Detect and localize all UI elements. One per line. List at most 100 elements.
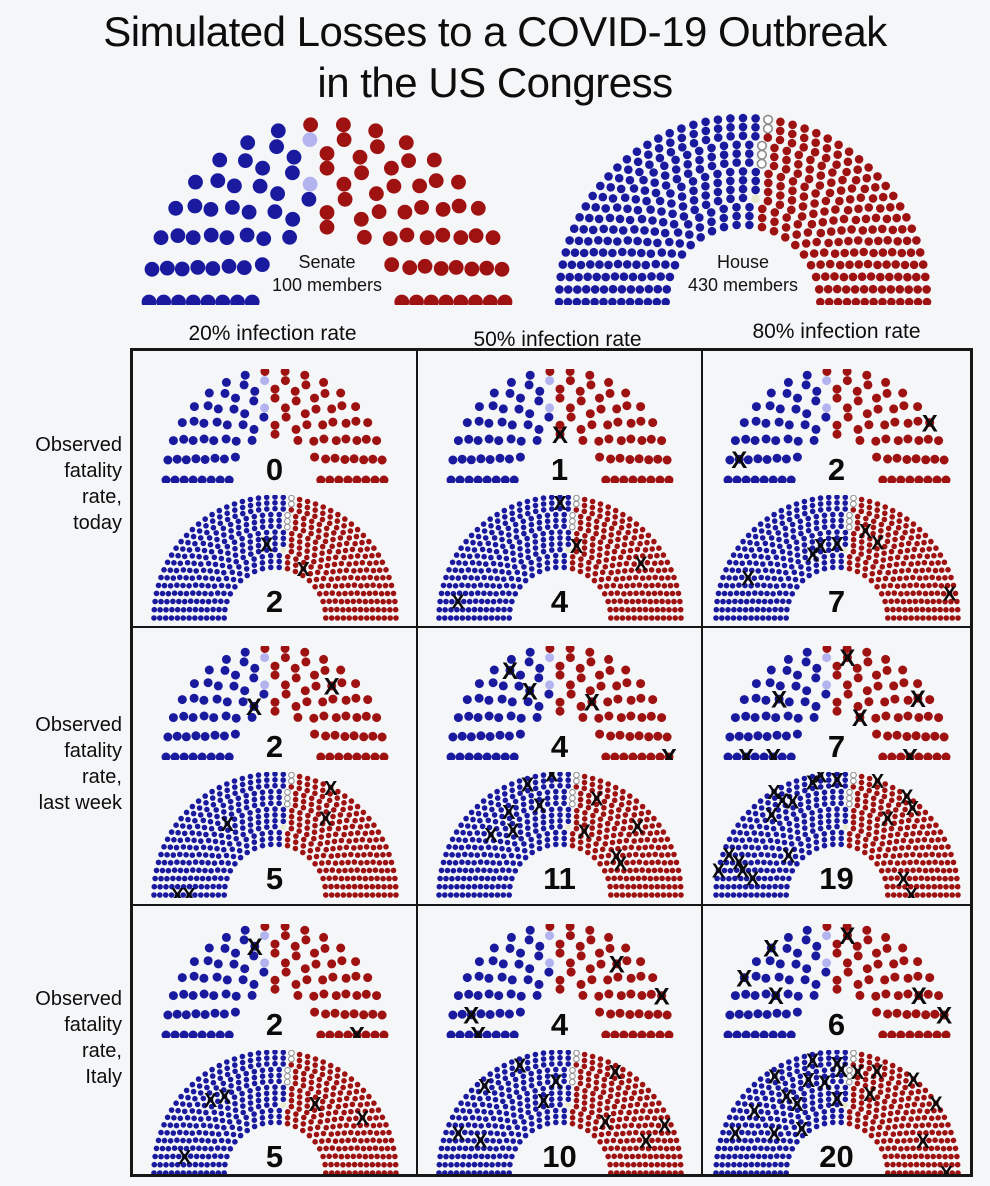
senate-mini-chart: XX [161, 646, 388, 760]
column-header-80pct: 80% infection rate [752, 320, 921, 343]
senate-loss-count: 2 [827, 452, 846, 487]
svg-text:X: X [348, 1023, 364, 1038]
senate-overview-chart: Senate 100 members [141, 117, 513, 305]
svg-text:X: X [484, 825, 498, 847]
svg-text:X: X [598, 1112, 612, 1134]
senate-loss-count: 7 [827, 729, 846, 764]
house-loss-count: 5 [265, 861, 284, 896]
svg-text:X: X [613, 853, 627, 875]
svg-text:X: X [501, 658, 517, 685]
house-loss-count: 7 [827, 584, 846, 619]
svg-text:X: X [904, 885, 918, 898]
svg-text:X: X [590, 789, 604, 811]
senate-loss-count: 1 [550, 452, 569, 487]
row-label-line: fatality [64, 1014, 122, 1036]
svg-text:X: X [813, 772, 827, 787]
svg-text:X: X [245, 694, 261, 721]
svg-text:X: X [905, 798, 919, 820]
svg-text:X: X [785, 792, 799, 814]
senate-label: Senate 100 members [141, 251, 513, 297]
svg-text:X: X [502, 802, 516, 824]
title-line-1: Simulated Losses to a COVID-19 Outbreak [103, 8, 887, 55]
svg-text:X: X [477, 1076, 491, 1098]
svg-text:X: X [767, 782, 781, 804]
svg-text:X: X [746, 868, 760, 890]
svg-text:X: X [323, 674, 339, 701]
house-overview-chart: House 430 members [553, 113, 933, 305]
column-header-20pct: 20% infection rate [188, 322, 357, 345]
svg-text:X: X [653, 983, 669, 1010]
svg-text:X: X [451, 592, 465, 614]
house-loss-count: 11 [543, 861, 576, 896]
svg-text:X: X [942, 584, 956, 606]
svg-text:X: X [583, 689, 599, 716]
svg-text:X: X [608, 952, 624, 979]
svg-text:X: X [901, 745, 917, 760]
page-title: Simulated Losses to a COVID-19 Outbreak … [0, 6, 990, 108]
svg-text:X: X [545, 772, 559, 787]
row-label-line: rate, [81, 766, 122, 788]
svg-text:X: X [771, 687, 787, 714]
row-label-line: rate, [81, 1040, 122, 1062]
svg-text:X: X [506, 820, 520, 842]
svg-text:X: X [308, 1094, 322, 1116]
senate-hemicycle [141, 117, 513, 305]
svg-text:X: X [900, 786, 914, 808]
row-label-last-week: Observed fatality rate, last week [2, 712, 122, 816]
svg-text:X: X [451, 1123, 465, 1145]
svg-text:X: X [246, 934, 262, 961]
row-label-line: last week [38, 792, 122, 814]
svg-text:X: X [851, 705, 867, 732]
senate-loss-count: 2 [265, 729, 284, 764]
house-loss-count: 5 [265, 1139, 284, 1174]
svg-text:X: X [473, 1130, 487, 1152]
svg-text:X: X [909, 686, 925, 713]
svg-text:X: X [170, 885, 184, 898]
house-loss-count: 4 [550, 584, 569, 619]
svg-text:X: X [608, 1062, 622, 1084]
svg-text:X: X [741, 568, 755, 590]
svg-text:X: X [658, 1115, 672, 1137]
svg-text:X: X [182, 885, 196, 898]
svg-text:X: X [463, 1002, 479, 1029]
house-label-members: 430 members [687, 275, 799, 295]
svg-text:X: X [355, 1108, 369, 1130]
svg-text:X: X [521, 678, 537, 705]
svg-text:X: X [536, 1091, 550, 1113]
svg-text:X: X [549, 1072, 563, 1094]
svg-text:X: X [830, 772, 844, 792]
row-label-line: today [73, 512, 122, 534]
senate-loss-count: 4 [550, 1007, 569, 1042]
row-label-line: Italy [85, 1066, 122, 1088]
row-label-line: fatality [64, 460, 122, 482]
svg-text:X: X [830, 534, 844, 556]
svg-text:X: X [203, 1090, 217, 1112]
svg-text:X: X [896, 869, 910, 891]
svg-text:X: X [732, 852, 746, 874]
svg-text:X: X [470, 1023, 486, 1038]
svg-text:X: X [712, 861, 726, 883]
senate-label-name: Senate [298, 252, 356, 272]
senate-loss-count: 6 [827, 1007, 846, 1042]
row-label-today: Observed fatality rate, today [2, 432, 122, 536]
svg-text:X: X [722, 845, 736, 867]
svg-text:X: X [735, 861, 749, 883]
senate-label-members: 100 members [271, 275, 383, 295]
svg-text:X: X [217, 1087, 231, 1109]
svg-text:X: X [839, 646, 855, 672]
